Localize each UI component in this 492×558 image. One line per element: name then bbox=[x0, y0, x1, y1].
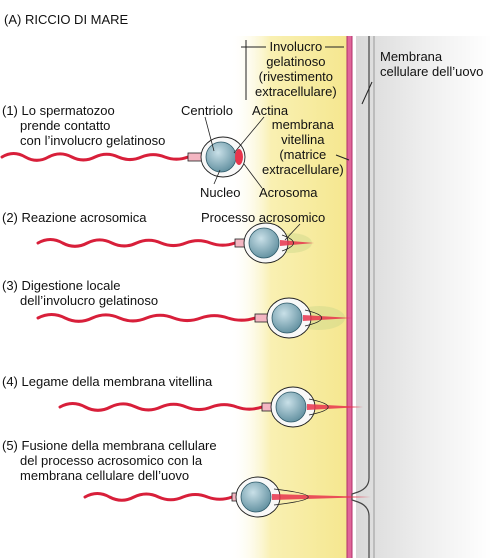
label-egg-membrane: Membrana cellulare dell’uovo bbox=[380, 49, 484, 79]
step-2-caption: (2) Reazione acrosomica bbox=[2, 210, 147, 225]
step-1-caption: (1) Lo spermatozoo prende contatto con l… bbox=[2, 103, 166, 148]
acrosome-pointer bbox=[243, 163, 263, 189]
vitelline-membrane bbox=[347, 36, 352, 558]
acrosomal-process bbox=[303, 315, 352, 321]
acrosomal-process bbox=[272, 494, 371, 500]
acrosomal-process-membrane bbox=[281, 234, 294, 252]
label-acrosomal-process: Processo acrosomico bbox=[201, 210, 326, 225]
acrosomal-process-membrane bbox=[308, 398, 329, 416]
acrosomal-process-membrane bbox=[273, 488, 309, 506]
sperm-nucleus bbox=[248, 227, 280, 259]
step-4-caption: (4) Legame della membrana vitellina bbox=[2, 374, 213, 389]
sperm-stage-3 bbox=[36, 297, 352, 339]
actin-pointer bbox=[233, 116, 265, 154]
vitelline-pointer bbox=[335, 154, 350, 161]
figure-title: (A) RICCIO DI MARE bbox=[4, 12, 129, 27]
centriole-pointer bbox=[204, 116, 215, 152]
label-vitelline-envelope: membrana vitellina (matrice extracellula… bbox=[262, 117, 344, 177]
sperm-nucleus bbox=[240, 481, 272, 513]
jelly-coat-region bbox=[230, 36, 347, 558]
sperm-acrosome bbox=[235, 149, 243, 165]
acrosomal-process bbox=[307, 404, 363, 410]
egg-membrane-pointer bbox=[361, 81, 373, 105]
sperm-nucleus bbox=[205, 141, 237, 173]
label-actin: Actina bbox=[252, 103, 289, 118]
sperm-tail bbox=[58, 402, 264, 412]
sperm-stage-4 bbox=[58, 386, 363, 428]
label-acrosome: Acrosoma bbox=[259, 185, 318, 200]
sperm-nucleus bbox=[271, 302, 303, 334]
sperm-stage-5 bbox=[83, 476, 371, 518]
acrosomal-process-membrane bbox=[304, 309, 323, 327]
label-jelly-coat: Involucro gelatinoso (rivestimento extra… bbox=[255, 39, 337, 99]
label-nucleus: Nucleo bbox=[200, 185, 241, 200]
sperm-tail bbox=[36, 238, 237, 248]
step-3-caption: (3) Digestione locale dell’involucro gel… bbox=[2, 278, 159, 308]
egg-cytoplasm-region bbox=[356, 36, 492, 558]
label-centriole: Centriolo bbox=[181, 103, 234, 118]
sperm-tail bbox=[83, 492, 234, 502]
sperm-layer bbox=[0, 116, 371, 518]
sperm-nucleus bbox=[275, 391, 307, 423]
acrosomal-process-pointer bbox=[284, 223, 301, 241]
sperm-tail bbox=[36, 313, 257, 323]
sperm-stage-2 bbox=[36, 222, 314, 264]
step-5-caption: (5) Fusione della membrana cellulare del… bbox=[2, 438, 217, 483]
sperm-tail bbox=[0, 152, 190, 162]
acrosomal-process bbox=[280, 240, 314, 246]
nucleus-pointer bbox=[213, 169, 221, 185]
